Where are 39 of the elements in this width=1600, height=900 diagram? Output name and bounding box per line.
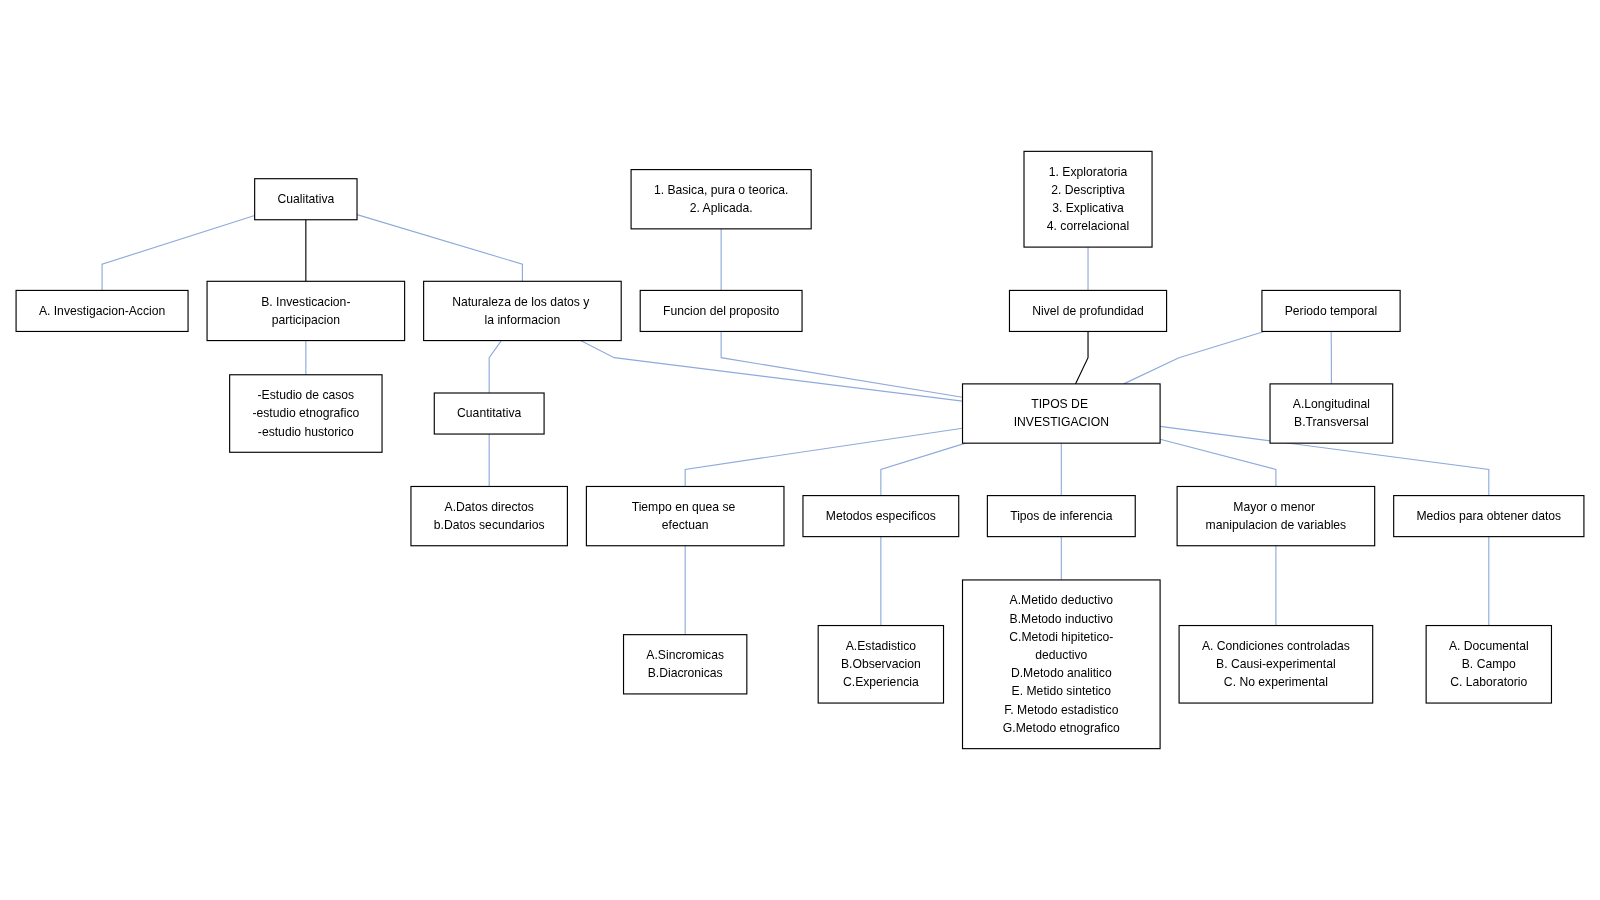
connector: [1275, 545, 1277, 627]
node-box: A.Datos directos b.Datos secundarios: [410, 485, 568, 547]
node-box: A.Metido deductivo B.Metodo inductivo C.Metodi hipitetico-deductivo D.Metodo analitico E. Metido sintetico F. Metodo estadistico G.Metodo etnografico: [961, 579, 1161, 750]
connector: [305, 219, 307, 282]
node-box: 1. Exploratoria 2. Descriptiva 3. Explicativa 4. correlacional: [1023, 150, 1153, 248]
connector: [1074, 330, 1089, 385]
connector: [488, 433, 490, 488]
connector: [1123, 330, 1265, 385]
node-box: TIPOS DE INVESTIGACION: [961, 383, 1161, 444]
node-box: Funcion del proposito: [639, 289, 803, 332]
node-box: Cualitativa: [254, 178, 358, 221]
node-box: Cuantitativa: [433, 392, 545, 435]
node-box: A. Condiciones controladas B. Causi-experimental C. No experimental: [1178, 624, 1374, 704]
node-box: A.Estadistico B.Observacion C.Experiencia: [817, 624, 945, 704]
connector: [1060, 536, 1062, 581]
connector: [1330, 330, 1332, 385]
connector: [1488, 536, 1490, 627]
connector: [880, 536, 882, 627]
node-box: 1. Basica, pura o teorica. 2. Aplicada.: [630, 169, 812, 230]
node-box: A. Documental B. Campo C. Laboratorio: [1425, 624, 1553, 704]
connector: [684, 545, 686, 636]
node-box: Tipos de inferencia: [986, 495, 1136, 538]
node-box: Metodos especificos: [802, 495, 960, 538]
connector: [488, 340, 502, 394]
node-box: Medios para obtener datos: [1393, 495, 1585, 538]
connector: [1087, 246, 1089, 291]
node-box: Tiempo en quea se efectuan: [585, 485, 785, 547]
node-box: Mayor o menor manipulacion de variables: [1176, 485, 1376, 547]
node-box: -Estudio de casos -estudio etnografico -estudio hustorico: [229, 374, 383, 453]
connector: [720, 228, 722, 291]
node-box: Periodo temporal: [1261, 289, 1401, 332]
connector: [1060, 442, 1062, 497]
node-box: A.Longitudinal B.Transversal: [1269, 383, 1394, 444]
node-box: Naturaleza de los datos y la informacion: [423, 280, 622, 342]
node-box: Nivel de profundidad: [1008, 289, 1168, 332]
node-box: A. Investigacion-Accion: [15, 289, 189, 332]
node-box: A.Sincromicas B.Diacronicas: [622, 634, 748, 695]
node-box: B. Investicacion-participacion: [206, 280, 406, 342]
connector: [305, 340, 307, 376]
